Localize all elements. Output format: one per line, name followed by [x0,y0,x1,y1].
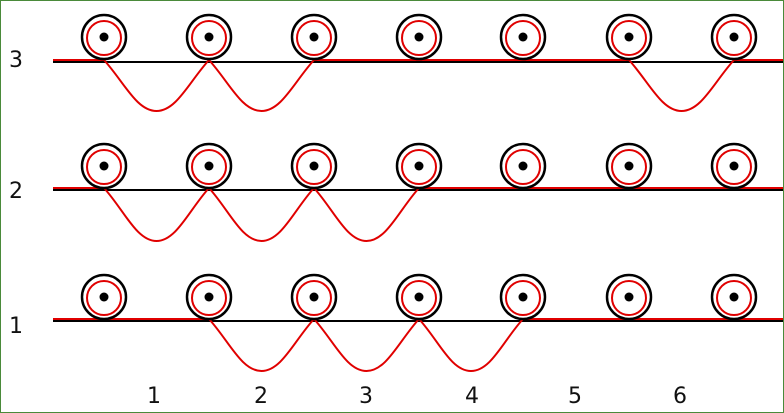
roller-axle [624,292,634,302]
roller-wire-wrap [505,20,541,56]
roller-axle [518,292,528,302]
column-label-6: 6 [673,384,687,409]
roller-wire-wrap [716,149,752,185]
roller-wire-wrap [191,149,227,185]
roller-axle [99,161,109,171]
roller-axle [414,292,424,302]
roller-axle [99,32,109,42]
roller-axle [624,161,634,171]
roller-axle [99,292,109,302]
roller-axle [414,32,424,42]
wire-row-2 [53,186,783,243]
roller-axle [414,161,424,171]
roller-axle [204,292,214,302]
roller-axle [204,161,214,171]
roller-wire-wrap [296,149,332,185]
roller-axle [729,32,739,42]
roller-wire-wrap [716,20,752,56]
column-label-4: 4 [465,384,479,409]
wire-row-1 [53,317,783,373]
roller-wire-wrap [296,280,332,316]
row-label-1: 1 [9,314,23,339]
wire-row-3 [53,58,783,113]
roller-wire-wrap [611,20,647,56]
roller-wire-wrap [86,149,122,185]
roller-wire-wrap [505,280,541,316]
roller-axle [204,32,214,42]
roller-axle [729,292,739,302]
roller-wire-wrap [401,20,437,56]
column-label-2: 2 [254,384,268,409]
roller-axle [309,292,319,302]
roller-axle [624,32,634,42]
roller-wire-wrap [401,280,437,316]
roller-axle [729,161,739,171]
roller-wire-wrap [191,20,227,56]
roller-axle [518,161,528,171]
column-label-3: 3 [359,384,373,409]
roller-wire-wrap [505,149,541,185]
roller-wire-wrap [86,280,122,316]
roller-axle [518,32,528,42]
row-label-2: 2 [9,179,23,204]
roller-wire-wrap [611,149,647,185]
roller-wire-wrap [191,280,227,316]
roller-wire-wrap [86,20,122,56]
column-label-5: 5 [568,384,582,409]
roller-wire-wrap [716,280,752,316]
roller-wire-wrap [401,149,437,185]
roller-wire-wrap [296,20,332,56]
roller-axle [309,161,319,171]
row-label-3: 3 [9,48,23,73]
roller-axle [309,32,319,42]
column-label-1: 1 [147,384,161,409]
roller-wire-wrap [611,280,647,316]
